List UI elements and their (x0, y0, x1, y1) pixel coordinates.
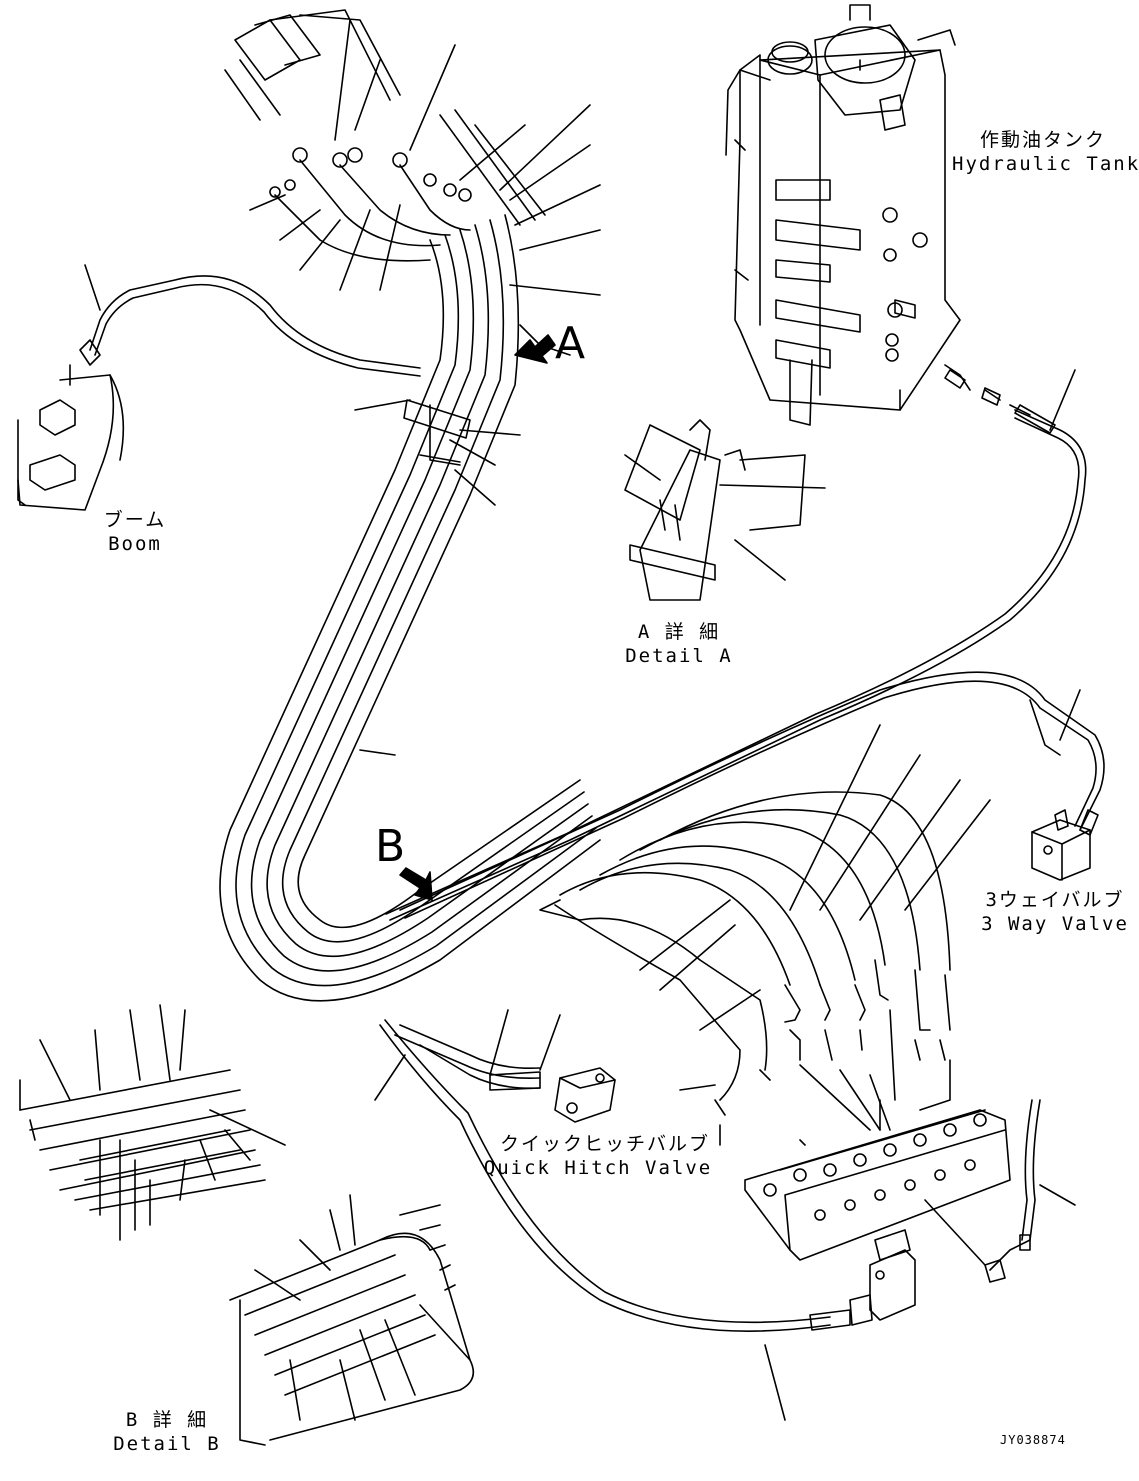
three-way-valve-label-jp: 3ウェイバルブ (985, 889, 1125, 911)
lower-valve-hose (375, 1020, 850, 1420)
hydraulic-tank (726, 5, 1030, 425)
view-a-arrow (515, 335, 555, 363)
boom-pilot-hose (80, 265, 420, 376)
view-b-arrow (400, 868, 432, 900)
view-b-letter: B (375, 821, 406, 872)
tank-return-hose (386, 370, 1086, 920)
detail-b-label-jp: B 詳 細 (125, 1409, 209, 1431)
detail-b-label-en: Detail B (113, 1433, 221, 1455)
quick-hitch-valve-label-en: Quick Hitch Valve (483, 1157, 713, 1179)
drawing-code: JY038874 (1000, 1433, 1066, 1447)
upper-hose-ends (225, 10, 545, 261)
view-arrows (400, 335, 555, 900)
boom-section (18, 365, 123, 510)
view-a-letter: A (555, 318, 586, 369)
control-valve (720, 1100, 1010, 1260)
three-way-valve (1032, 810, 1090, 880)
quick-hitch-valve (395, 1010, 615, 1122)
three-way-valve-label-en: 3 Way Valve (981, 913, 1129, 935)
detail-b-bundle-lower (230, 1195, 473, 1445)
hydraulic-tank-label-jp: 作動油タンク (979, 129, 1106, 151)
control-valve-hoses (540, 792, 950, 1130)
quick-hitch-valve-label-jp: クイックヒッチバルブ (499, 1133, 710, 1155)
bottom-valve (850, 1100, 1075, 1325)
three-way-valve-hose (400, 672, 1104, 918)
leader-lines (250, 20, 990, 1090)
main-hose-bundle (220, 215, 600, 1001)
detail-b-clamp-upper (20, 1005, 285, 1240)
boom-label-jp: ブーム (103, 509, 167, 531)
boom-label-en: Boom (108, 533, 162, 555)
detail-a-label-en: Detail A (625, 645, 733, 667)
hydraulic-tank-label-en: Hydraulic Tank (952, 153, 1139, 175)
detail-a-label-jp: A 詳 細 (637, 621, 721, 643)
detail-a-drawing (625, 420, 825, 600)
